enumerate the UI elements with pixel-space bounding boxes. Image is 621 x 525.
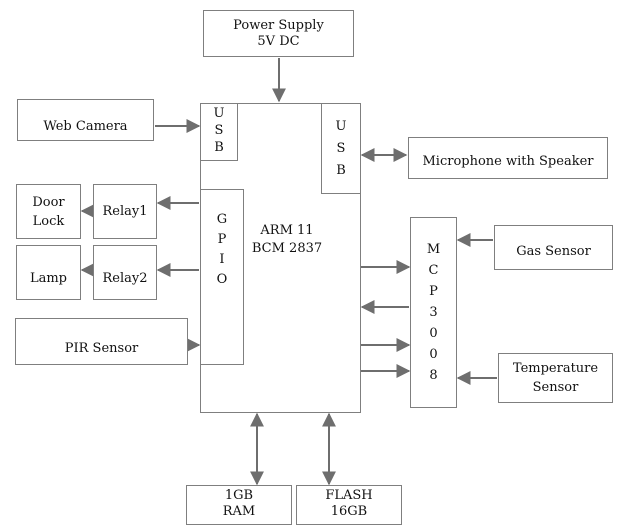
usb-right-block: U S B xyxy=(321,103,361,194)
gas-sensor-label: Gas Sensor xyxy=(516,243,591,259)
door-lock-block: Door Lock xyxy=(16,184,81,239)
web-camera-block: Web Camera xyxy=(17,99,154,141)
usb-right-label: U S B xyxy=(335,118,347,178)
temperature-sensor-block: Temperature Sensor xyxy=(498,353,613,403)
flash-label: FLASH 16GB xyxy=(325,488,373,519)
ram-block: 1GB RAM xyxy=(186,485,292,525)
lamp-block: Lamp xyxy=(16,245,81,300)
microphone-speaker-label: Microphone with Speaker xyxy=(422,154,594,169)
mcp3008-block: M C P 3 0 0 8 xyxy=(410,217,457,408)
ram-label: 1GB RAM xyxy=(222,488,256,519)
power-supply-label: Power Supply 5V DC xyxy=(233,17,324,49)
relay2-block: Relay2 xyxy=(93,245,157,300)
door-lock-label: Door Lock xyxy=(32,194,65,229)
web-camera-label: Web Camera xyxy=(43,119,128,134)
gpio-block: G P I O xyxy=(200,189,244,365)
relay1-block: Relay1 xyxy=(93,184,157,239)
usb-left-block: U S B xyxy=(200,103,238,161)
pir-sensor-label: PIR Sensor xyxy=(64,340,139,356)
usb-left-label: U S B xyxy=(213,106,225,155)
gpio-label: G P I O xyxy=(216,212,228,287)
pir-sensor-block: PIR Sensor xyxy=(15,318,188,365)
lamp-label: Lamp xyxy=(29,270,68,286)
temperature-sensor-label: Temperature Sensor xyxy=(512,361,599,395)
power-supply-block: Power Supply 5V DC xyxy=(203,10,354,57)
processor-label: ARM 11 BCM 2837 xyxy=(251,223,323,256)
gas-sensor-block: Gas Sensor xyxy=(494,225,613,270)
microphone-speaker-block: Microphone with Speaker xyxy=(408,137,608,179)
mcp3008-label: M C P 3 0 0 8 xyxy=(426,242,441,383)
relay2-label: Relay2 xyxy=(102,270,148,286)
flash-block: FLASH 16GB xyxy=(296,485,402,525)
relay1-label: Relay1 xyxy=(102,203,148,219)
